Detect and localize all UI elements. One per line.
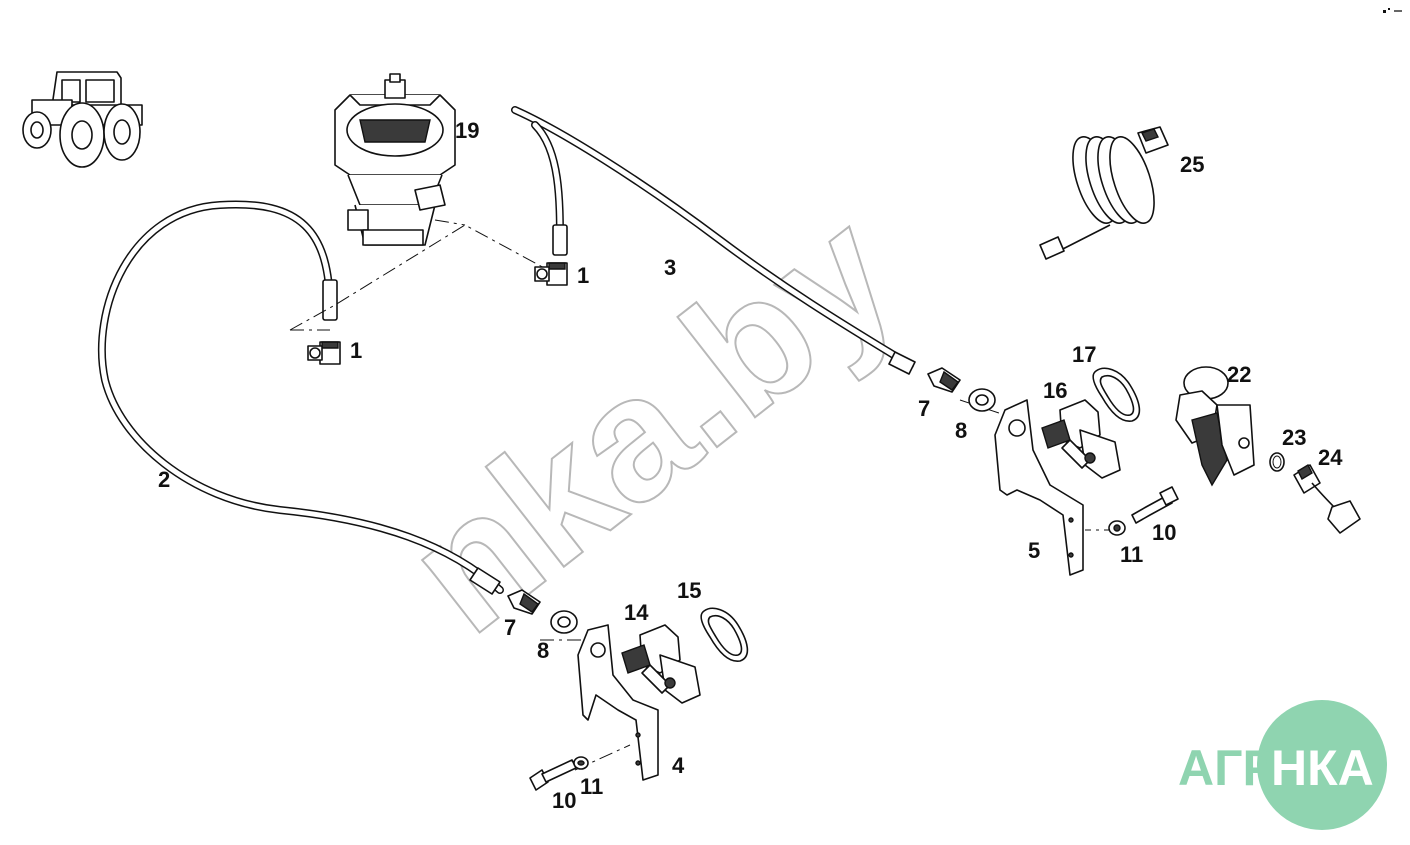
callout-16: 16: [1043, 378, 1067, 403]
coupling-head-16: [1041, 399, 1121, 479]
callout-7a: 7: [504, 615, 516, 640]
seal-17: [1092, 367, 1141, 422]
callout-25: 25: [1180, 152, 1204, 177]
washer-11-upper: [1108, 520, 1126, 536]
corner-marks: [1383, 8, 1402, 13]
brake-valve-19: [334, 73, 456, 246]
callouts: 19 1 1 3 25 17 16 22 23 24 7 8 2 10 5 11…: [158, 118, 1343, 813]
washer-11-lower: [573, 756, 589, 770]
callout-15: 15: [677, 578, 701, 603]
logo-text-right: НКА: [1271, 740, 1374, 796]
callout-7b: 7: [918, 396, 930, 421]
bracket-4: [577, 624, 659, 781]
callout-1a: 1: [350, 338, 362, 363]
fitting-7-upper: [927, 367, 961, 393]
callout-1b: 1: [577, 263, 589, 288]
callout-23: 23: [1282, 425, 1306, 450]
elbow-fitting-1a: [307, 341, 341, 365]
callout-10b: 10: [1152, 520, 1176, 545]
bolt-10-upper: [1131, 486, 1179, 524]
callout-11b: 11: [1120, 542, 1143, 567]
nut-8-upper: [968, 388, 996, 412]
hose-3: [511, 106, 916, 375]
callout-2: 2: [158, 467, 170, 492]
tractor-icon: [22, 71, 143, 168]
callout-8a: 8: [537, 638, 549, 663]
elbow-fitting-1b: [534, 262, 568, 286]
coiled-hose-25: [1039, 126, 1169, 260]
hose-2: [97, 200, 504, 595]
callout-19: 19: [455, 118, 479, 143]
callout-5: 5: [1028, 538, 1040, 563]
coupling-head-14: [621, 624, 701, 704]
callout-10a: 10: [552, 788, 576, 813]
logo-text-left: АГРО: [1178, 740, 1314, 796]
callout-22: 22: [1227, 362, 1251, 387]
bracket-5: [994, 399, 1084, 576]
bolt-10-lower: [529, 759, 577, 791]
dust-cap-24: [1293, 464, 1361, 534]
o-ring-23: [1269, 452, 1285, 472]
callout-14: 14: [624, 600, 649, 625]
callout-17: 17: [1072, 342, 1096, 367]
callout-11a: 11: [580, 774, 603, 799]
agronka-logo-icon: АГРО НКА: [1178, 694, 1393, 836]
callout-4: 4: [672, 753, 685, 778]
seal-15: [700, 607, 749, 662]
fitting-7-lower: [507, 589, 541, 615]
callout-8b: 8: [955, 418, 967, 443]
nut-8-lower: [550, 610, 578, 634]
callout-24: 24: [1318, 445, 1343, 470]
coupling-head-22: [1175, 366, 1255, 487]
site-watermark: nka.by: [373, 175, 930, 670]
callout-3: 3: [664, 255, 676, 280]
